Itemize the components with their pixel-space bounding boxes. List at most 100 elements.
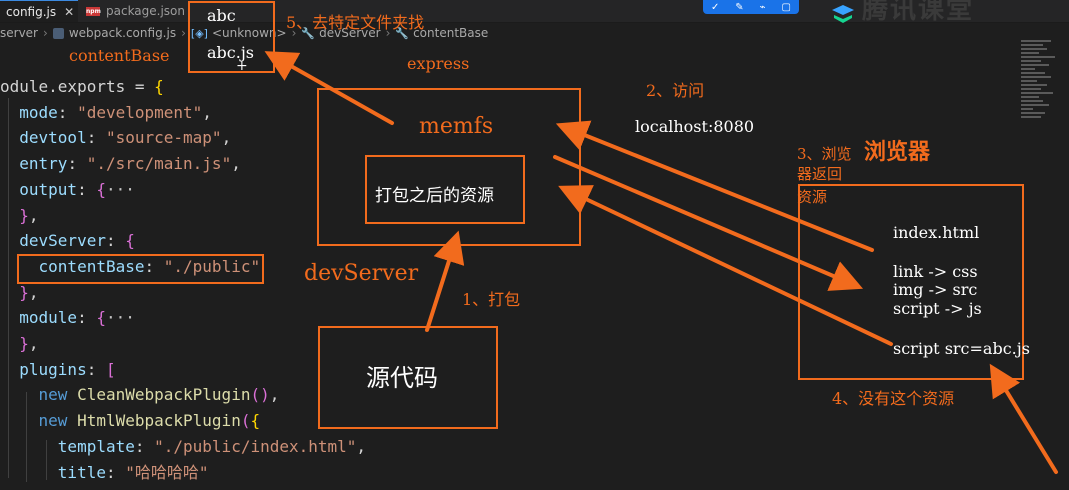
minimap-line [1021, 64, 1049, 66]
code-line[interactable]: odule.exports = { [0, 74, 164, 99]
contentbase-label: contentBase [69, 46, 170, 65]
code-token: "./src/main.js" [86, 154, 232, 174]
arrow-step3 [553, 155, 864, 291]
minimap[interactable] [1015, 40, 1069, 130]
arrow-request-abc [558, 185, 893, 346]
code-token: plugins [0, 359, 87, 379]
code-line[interactable]: output: {··· [0, 177, 135, 202]
browser-box [798, 184, 1024, 380]
code-line[interactable]: new CleanWebpackPlugin(), [0, 382, 280, 407]
pen-icon[interactable]: ✎ [735, 1, 744, 13]
code-line[interactable]: }, [0, 203, 38, 228]
breadcrumb-item-file[interactable]: webpack.config.js [52, 26, 176, 40]
cursor-crosshair-icon: + [236, 58, 248, 74]
breadcrumb-separator: › [291, 26, 297, 40]
close-icon[interactable]: ✕ [64, 4, 75, 19]
indent-guide [8, 98, 9, 478]
breadcrumb-item-unknown[interactable]: [◈]<unknown> [190, 26, 287, 40]
tab-label: package.json [106, 4, 186, 18]
express-label: express [407, 54, 470, 73]
breadcrumb-separator: › [43, 26, 48, 40]
code-token: ··· [105, 308, 135, 328]
code-line[interactable]: title: "哈哈哈哈" [0, 460, 209, 485]
code-token: new [38, 385, 78, 405]
source-code-label: 源代码 [366, 364, 438, 392]
source-code-box [318, 326, 498, 429]
code-token: : [105, 462, 126, 482]
step2-label: 2、访问 [646, 81, 705, 100]
tab-label: config.js [6, 4, 57, 19]
code-token: : [144, 256, 164, 276]
code-token: , [221, 128, 232, 148]
npm-icon: npm [86, 6, 101, 16]
code-line[interactable]: mode: "development", [0, 100, 212, 125]
abc-folder-label: abc [207, 6, 236, 25]
recording-toolbar[interactable]: ✓ ✎ ⌁ ▢ [703, 0, 799, 14]
abc-folder-box [188, 1, 275, 73]
check-icon[interactable]: ✓ [710, 1, 720, 13]
localhost-label: localhost:8080 [635, 117, 755, 136]
code-line[interactable]: template: "./public/index.html", [0, 434, 366, 459]
step4-label: 4、没有这个资源 [832, 389, 955, 408]
browser-title: 浏览器 [864, 140, 931, 165]
breadcrumb-separator: › [181, 26, 186, 40]
minimap-line [1021, 68, 1035, 70]
code-line[interactable]: new HtmlWebpackPlugin({ [0, 408, 261, 433]
code-line[interactable]: devtool: "source-map", [0, 125, 231, 150]
minimap-line [1021, 56, 1055, 58]
minimap-line [1021, 96, 1039, 98]
tencent-classroom-logo-icon [832, 5, 854, 23]
code-token: "source-map" [105, 128, 222, 148]
minimap-line [1021, 72, 1045, 74]
breadcrumb-item-contentbase[interactable]: 🔧contentBase [395, 26, 489, 40]
code-line[interactable]: devServer: { [0, 228, 135, 253]
code-line[interactable]: contentBase: "./public" [0, 254, 261, 279]
code-line[interactable]: plugins: [ [0, 357, 116, 382]
minimap-line [1021, 88, 1041, 90]
code-token: { [125, 231, 135, 251]
minimap-line [1021, 104, 1049, 106]
bundled-assets-label: 打包之后的资源 [375, 186, 494, 206]
code-token: : [86, 128, 106, 148]
browser-item-index-html: index.html [893, 223, 980, 242]
minimap-line [1021, 52, 1039, 54]
code-token: () [250, 385, 270, 405]
code-token: } [19, 334, 29, 353]
code-token: { [154, 77, 164, 96]
tab-package-json[interactable]: npm package.json [80, 0, 190, 22]
code-token: { [96, 308, 106, 328]
code-token: : [67, 154, 87, 174]
indent-guide [26, 392, 27, 482]
code-token: odule.exports [0, 77, 126, 96]
pointer-icon[interactable]: ⌁ [759, 1, 766, 13]
browser-item-link-css: link -> css [893, 262, 978, 281]
symbol-icon: [◈] [190, 26, 208, 40]
rectangle-icon[interactable]: ▢ [781, 1, 791, 13]
code-token: title [0, 462, 106, 482]
code-token: , [202, 102, 212, 122]
code-token: [ [105, 359, 116, 379]
code-token: "./public/index.html" [154, 436, 357, 456]
indent-guide [46, 440, 47, 480]
minimap-line [1021, 108, 1033, 110]
code-line[interactable]: }, [0, 280, 38, 305]
browser-item-script-js: script -> js [893, 299, 982, 318]
breadcrumb-item-devserver[interactable]: 🔧devServer [301, 26, 381, 40]
minimap-line [1021, 100, 1043, 102]
code-token: : [57, 102, 78, 122]
code-token: , [356, 436, 367, 456]
code-token: } [19, 205, 29, 225]
code-line[interactable]: }, [0, 331, 38, 356]
minimap-line [1021, 44, 1043, 46]
code-token: , [231, 154, 241, 174]
tab-webpack-config[interactable]: config.js ✕ [0, 0, 78, 22]
breadcrumb-item-folder[interactable]: server [0, 26, 38, 40]
minimap-line [1021, 48, 1047, 50]
arrow-step5 [264, 51, 394, 125]
code-line[interactable]: module: {··· [0, 305, 135, 330]
watermark: 腾讯课堂 [862, 0, 975, 25]
code-line[interactable]: entry: "./src/main.js", [0, 151, 241, 176]
browser-item-img-src: img -> src [893, 280, 978, 299]
arrow-step4 [989, 363, 1058, 474]
